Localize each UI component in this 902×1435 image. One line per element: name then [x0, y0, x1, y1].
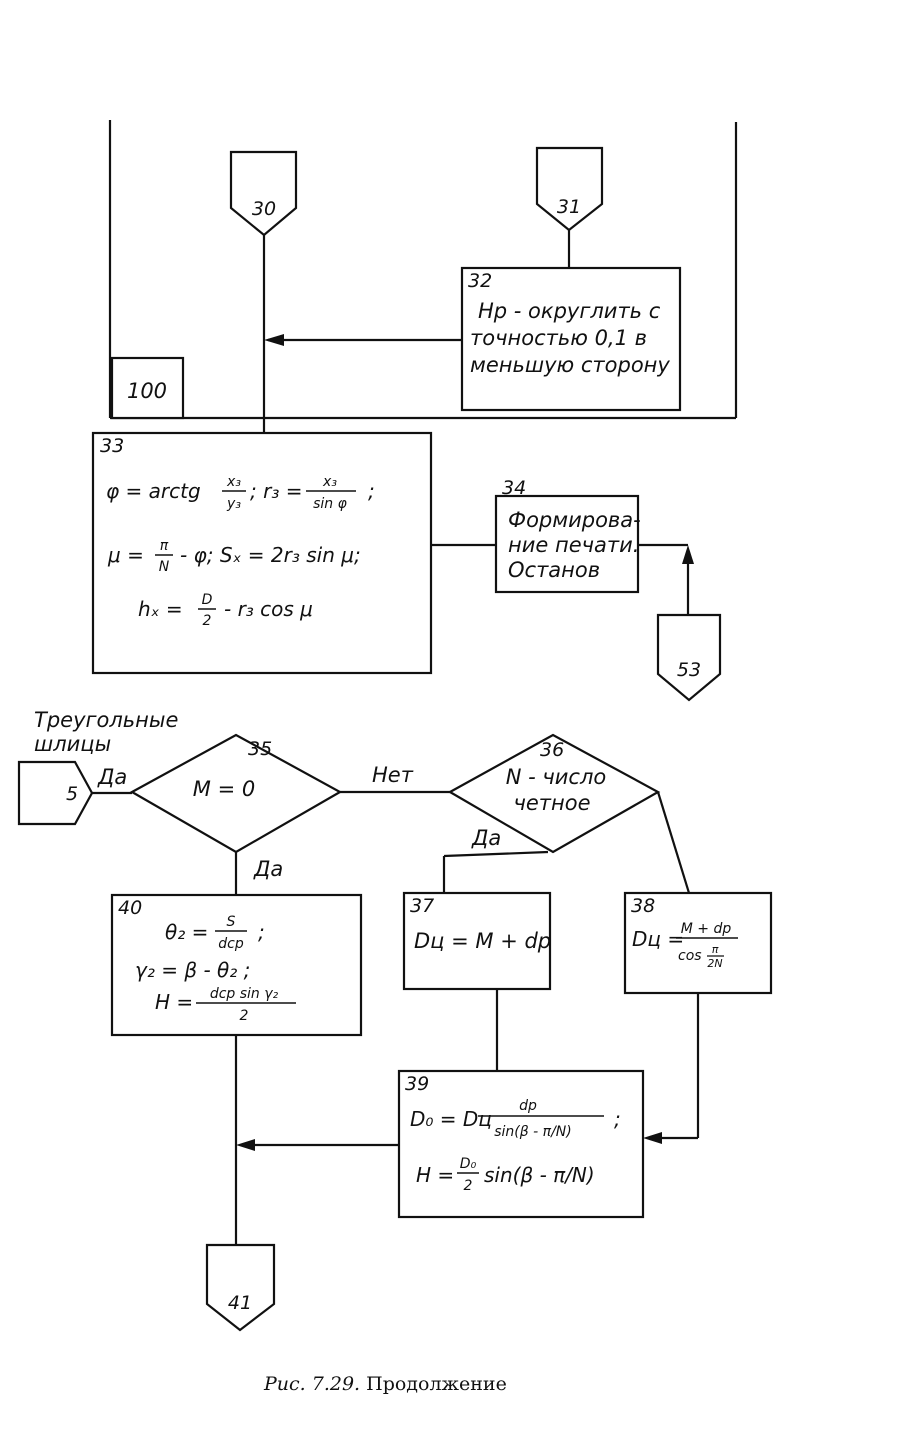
block-33-l1-b: ; r₃ = — [250, 479, 302, 503]
line-36-to-38 — [656, 791, 691, 894]
decision-36-number: 36 — [540, 739, 564, 761]
block-34: 34 Формирова- ние печати. Останов — [494, 477, 641, 594]
block-33: 33 φ = arctg x₃ y₃ ; r₃ = x₃ sin φ ; μ =… — [91, 431, 433, 675]
block-32-number: 32 — [468, 270, 492, 292]
block-39-l2-num: D₀ — [460, 1156, 477, 1172]
block-40-l2: γ₂ = β - θ₂ ; — [135, 958, 250, 982]
connector-53: 53 — [656, 613, 722, 702]
decision-36-line-2: четное — [513, 791, 590, 815]
line-36-to-37-h — [443, 850, 549, 858]
block-34-line-1: Формирова- — [508, 508, 641, 532]
label-yes-left: Да — [97, 765, 127, 789]
block-33-number: 33 — [100, 435, 124, 457]
block-33-l2-a-den: N — [159, 559, 170, 575]
block-40-l1-den: dcp — [218, 936, 244, 952]
block-33-l1-c: ; — [368, 479, 375, 503]
block-100: 100 — [110, 356, 185, 420]
block-39: 39 D₀ = Dц dp sin(β - π/N) ; H = D₀ 2 si… — [397, 1069, 645, 1219]
block-40-l1-end: ; — [258, 920, 265, 944]
block-33-l1-b-den: sin φ — [313, 496, 348, 512]
block-38: 38 Dц = M + dp cos π 2N — [623, 891, 773, 995]
block-33-l3-b: - r₃ cos μ — [224, 597, 313, 621]
block-38-number: 38 — [631, 895, 655, 917]
connector-5: 5 — [17, 760, 94, 826]
arrowhead-53 — [682, 545, 694, 564]
block-37-text: Dц = M + dp — [414, 929, 551, 953]
block-33-l3-a-num: D — [202, 592, 213, 608]
block-32-line-2: точностью 0,1 в — [470, 326, 647, 350]
block-100-label: 100 — [127, 379, 167, 403]
decision-35-number: 35 — [248, 738, 272, 760]
block-33-l3-a: hₓ = — [138, 597, 183, 621]
block-40-l1-a: θ₂ = — [165, 920, 208, 944]
block-33-l2-b: - φ; Sₓ = 2r₃ sin μ; — [180, 543, 361, 567]
arrowhead-32 — [264, 334, 284, 346]
block-33-l1-a: φ = arctg — [106, 479, 201, 503]
block-34-line-2: ние печати. — [508, 533, 639, 557]
label-yes-down: Да — [253, 857, 283, 881]
arrowhead-39-left — [236, 1139, 255, 1151]
connector-41-label: 41 — [228, 1292, 252, 1314]
block-33-l1-a-den: y₃ — [226, 496, 241, 512]
block-33-l1-a-num: x₃ — [226, 474, 241, 490]
block-40-l3-a: H = — [155, 990, 193, 1014]
connector-53-label: 53 — [677, 659, 701, 681]
block-33-l3-a-den: 2 — [203, 613, 212, 629]
block-39-l1-end: ; — [614, 1107, 621, 1131]
block-38-den-den: 2N — [707, 957, 722, 970]
block-40-l1-num: S — [227, 914, 236, 930]
block-34-line-3: Останов — [508, 558, 600, 582]
block-39-l1-num: dp — [519, 1098, 537, 1114]
block-39-number: 39 — [405, 1073, 429, 1095]
label-triangular-line-2: шлицы — [34, 732, 111, 756]
connector-31-label: 31 — [557, 196, 581, 218]
block-33-l2-a-num: π — [160, 538, 169, 554]
block-39-l1-den: sin(β - π/N) — [494, 1124, 572, 1140]
connector-31: 31 — [535, 146, 604, 232]
arrowhead-39-right — [643, 1132, 662, 1144]
block-38-num: M + dp — [681, 921, 732, 937]
block-39-l1-a: D₀ = Dц — [410, 1107, 492, 1131]
figure-caption-text: Продолжение — [366, 1373, 507, 1395]
connector-30: 30 — [229, 150, 298, 237]
block-32-line-1: Нр - округлить с — [478, 299, 661, 323]
block-40-l3-num: dcp sin γ₂ — [210, 986, 279, 1002]
block-40-l3-den: 2 — [240, 1008, 249, 1024]
block-32: 32 Нр - округлить с точностью 0,1 в мень… — [460, 266, 682, 412]
connector-41: 41 — [205, 1243, 276, 1332]
connector-30-label: 30 — [252, 198, 276, 220]
block-33-l1-b-num: x₃ — [322, 474, 337, 490]
block-38-den-num: π — [712, 943, 719, 956]
block-32-line-3: меньшую сторону — [470, 353, 670, 377]
block-40-number: 40 — [118, 897, 142, 919]
decision-36-line-1: N - число — [506, 765, 607, 789]
label-yes-36: Да — [471, 826, 501, 850]
block-33-l2-a: μ = — [107, 543, 144, 567]
block-39-l2-a: H = — [416, 1163, 454, 1187]
block-39-l2-b: sin(β - π/N) — [484, 1163, 595, 1187]
block-38-lhs: Dц = — [632, 927, 684, 951]
block-39-l2-den: 2 — [464, 1178, 473, 1194]
block-37-number: 37 — [410, 895, 434, 917]
decision-35-text: M = 0 — [193, 777, 255, 801]
figure-caption-prefix: Рис. 7.29. — [263, 1373, 360, 1395]
label-triangular-line-1: Треугольные — [34, 708, 178, 732]
label-no: Нет — [372, 763, 414, 787]
block-40: 40 θ₂ = S dcp ; γ₂ = β - θ₂ ; H = dcp si… — [110, 893, 363, 1037]
decision-35: 35 M = 0 — [129, 733, 343, 854]
block-37: 37 Dц = M + dp — [402, 891, 551, 991]
connector-5-label: 5 — [66, 783, 78, 805]
block-34-number: 34 — [502, 477, 526, 499]
block-38-den-cos: cos — [678, 948, 702, 964]
figure-caption: Рис. 7.29. Продолжение — [263, 1373, 507, 1395]
